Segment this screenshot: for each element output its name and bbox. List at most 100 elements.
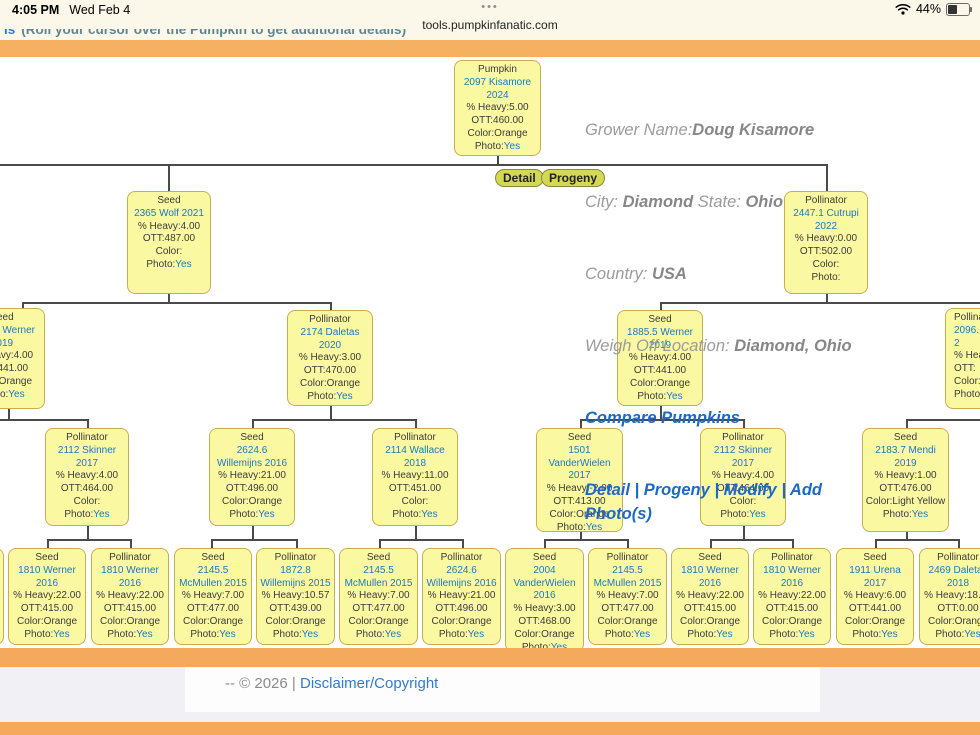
- node-heavy: % Heavy:4.00: [55, 470, 119, 482]
- node-kind-label: Seed: [35, 552, 59, 563]
- node-photo-link[interactable]: Yes: [503, 140, 521, 152]
- node-photo: Photo:Yes: [307, 390, 353, 402]
- node-photo-link[interactable]: Yes: [911, 508, 929, 520]
- node-name-link[interactable]: 2365 Wolf 2021: [134, 207, 204, 219]
- node-ott: OTT:0.00: [937, 603, 979, 615]
- node-photo-link[interactable]: Yes: [550, 641, 568, 652]
- node-photo-link[interactable]: Yes: [585, 521, 603, 532]
- node-photo-link[interactable]: Yes: [53, 628, 70, 640]
- node-ott: OTT:487.00: [142, 233, 196, 245]
- tree-connector-line: [22, 302, 331, 304]
- address-bar[interactable]: tools.pumpkinfanatic.com: [422, 18, 558, 32]
- node-color: Color:Orange: [182, 615, 244, 627]
- node-kind-label: Pollinator: [722, 432, 764, 443]
- node-name-link[interactable]: 2096.2: [954, 324, 980, 349]
- compare-pumpkins-link[interactable]: Compare Pumpkins: [585, 409, 740, 427]
- node-kind-label: Seed: [532, 552, 557, 563]
- node-photo: Photo:Yes: [272, 628, 319, 640]
- node-photo: Photo:Yes: [0, 388, 25, 400]
- tree-connector-line: [875, 539, 959, 541]
- progeny-button[interactable]: Progeny: [541, 169, 606, 187]
- node-photo-link[interactable]: Yes: [136, 628, 153, 640]
- footer-card: [185, 667, 820, 712]
- action-link-detail[interactable]: Detail: [585, 481, 630, 499]
- node-photo: Photo:Yes: [438, 628, 485, 640]
- node-photo-link[interactable]: Yes: [421, 508, 438, 520]
- tree-connector-line: [743, 419, 745, 428]
- node-kind-label: Seed: [0, 312, 14, 323]
- node-photo-link[interactable]: Yes: [336, 390, 353, 402]
- node-photo-link[interactable]: Yes: [881, 628, 898, 640]
- node-photo-link[interactable]: Yes: [175, 258, 192, 270]
- node-kind-label: Pollinator: [274, 552, 317, 563]
- node-color: Color:Light Yellow: [865, 495, 946, 507]
- node-photo-link[interactable]: Yes: [749, 508, 766, 520]
- node-photo-link[interactable]: Yes: [301, 628, 319, 640]
- wifi-icon: [895, 3, 911, 15]
- tree-connector-line: [826, 294, 828, 302]
- node-ott: OTT:476.00: [879, 483, 932, 495]
- node-photo: Photo:Yes: [146, 258, 192, 270]
- detail-button[interactable]: Detail: [495, 169, 544, 187]
- node-photo-link[interactable]: Yes: [666, 390, 683, 402]
- node-name-link[interactable]: 2469 Daletas2018: [928, 564, 980, 589]
- node-photo-link[interactable]: Yes: [467, 628, 485, 640]
- tree-connector-line: [580, 419, 744, 421]
- node-photo-link[interactable]: Yes: [219, 628, 236, 640]
- action-link-add-photo-s[interactable]: Add Photo(s): [585, 481, 827, 523]
- node-photo-link[interactable]: Yes: [384, 628, 402, 640]
- node-photo: Photo:Yes: [604, 628, 651, 640]
- node-kind-label: Seed: [698, 552, 722, 563]
- node-color: Color:Orange: [514, 628, 575, 640]
- node-photo-link[interactable]: Yes: [8, 388, 25, 400]
- node-photo-link[interactable]: Yes: [964, 628, 980, 640]
- tree-connector-line: [168, 294, 170, 302]
- pumpkin-action-links: Detail | Progeny | Modify | Add Photo(s): [585, 478, 890, 526]
- tab-handle-dots-icon[interactable]: •••: [481, 1, 499, 13]
- node-photo-link[interactable]: Yes: [93, 508, 110, 520]
- node-photo-link[interactable]: Yes: [716, 628, 733, 640]
- action-link-progeny[interactable]: Progeny: [643, 481, 710, 499]
- node-photo-link[interactable]: Yes: [798, 628, 815, 640]
- tree-connector-line: [415, 526, 417, 539]
- tree-connector-line: [544, 539, 628, 541]
- date: Wed Feb 4: [69, 3, 131, 17]
- grower-weighoff-value: Diamond, Ohio: [734, 337, 852, 355]
- node-heavy: % Heavy:22.00: [13, 590, 81, 602]
- node-photo-link[interactable]: Yes: [633, 628, 651, 640]
- node-photo-link[interactable]: Yes: [258, 508, 275, 520]
- tree-connector-line: [710, 539, 712, 548]
- action-link-modify[interactable]: Modify: [723, 481, 777, 499]
- disclaimer-copyright-link[interactable]: Disclaimer/Copyright: [299, 675, 439, 692]
- tree-connector-line: [660, 406, 662, 419]
- node-color: Color:Orange: [299, 377, 361, 389]
- tree-connector-line: [379, 539, 381, 548]
- node-kind-label: Seed: [567, 432, 592, 443]
